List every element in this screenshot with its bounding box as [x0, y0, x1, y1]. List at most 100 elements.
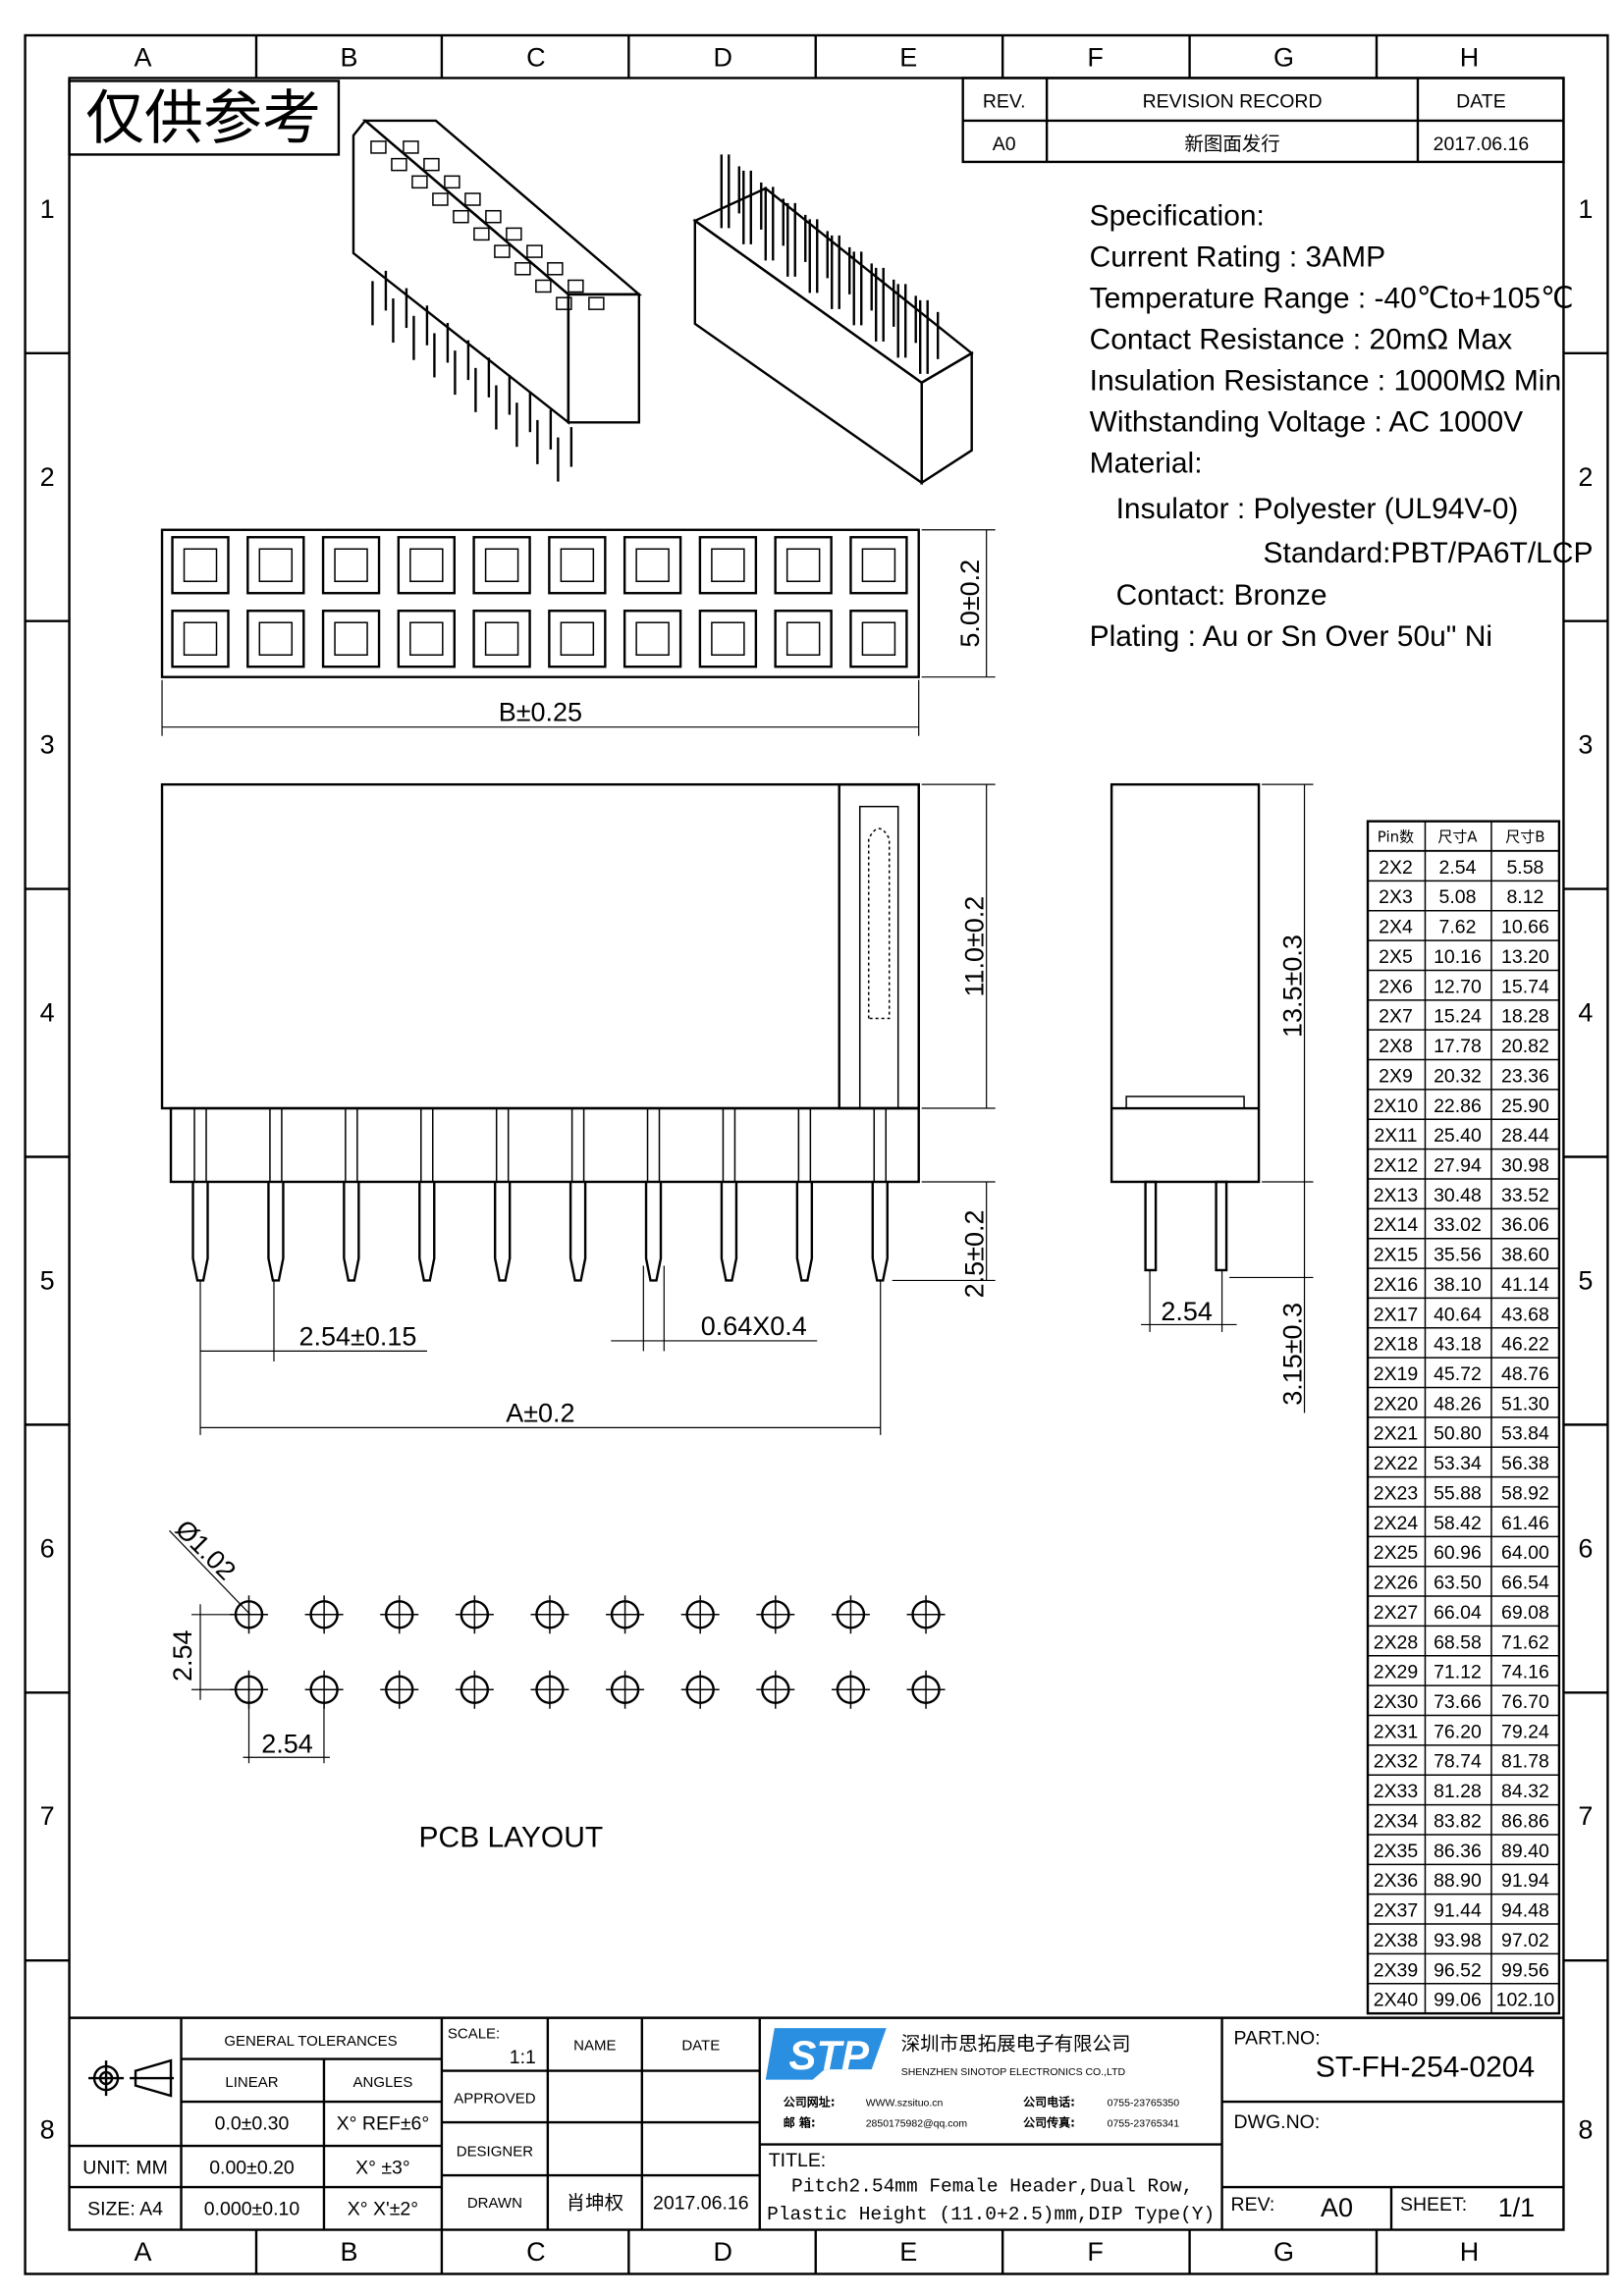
table-cell: 18.28 — [1501, 1006, 1549, 1028]
svg-text:Standard:PBT/PA6T/LCP: Standard:PBT/PA6T/LCP — [1264, 537, 1594, 569]
table-cell: 20.32 — [1434, 1065, 1482, 1087]
svg-text:0.000±0.10: 0.000±0.10 — [204, 2199, 300, 2220]
pin — [795, 1181, 814, 1282]
svg-text:DRAWN: DRAWN — [467, 2195, 522, 2212]
iso-cavity — [526, 244, 543, 258]
svg-text:TITLE:: TITLE: — [769, 2150, 826, 2171]
column-label: C — [526, 42, 545, 72]
contact-cavity-inner — [334, 548, 368, 582]
table-cell: 89.40 — [1501, 1841, 1549, 1862]
table-cell: 2X30 — [1374, 1691, 1419, 1713]
dim-tail: 3.15±0.3 — [1278, 1303, 1308, 1406]
column-label: G — [1273, 2237, 1294, 2267]
table-cell: 2X13 — [1374, 1185, 1419, 1206]
svg-text:尺寸A: 尺寸A — [1437, 828, 1478, 846]
svg-text:Pitch2.54mm Female Header,Dual: Pitch2.54mm Female Header,Dual Row, — [791, 2176, 1193, 2198]
table-cell: 10.66 — [1501, 917, 1549, 938]
contact-cavity — [321, 536, 381, 595]
table-cell: 38.60 — [1501, 1245, 1549, 1266]
isometric-view-top — [352, 119, 643, 482]
svg-text:DESIGNER: DESIGNER — [457, 2144, 533, 2161]
svg-text:REVISION RECORD: REVISION RECORD — [1143, 90, 1323, 112]
svg-text:LINEAR: LINEAR — [225, 2074, 278, 2091]
table-cell: 28.44 — [1501, 1125, 1549, 1147]
column-label: E — [899, 2237, 917, 2267]
svg-text:Plastic Height (11.0+2.5)mm,DI: Plastic Height (11.0+2.5)mm,DIP Type(Y) — [767, 2204, 1215, 2225]
table-cell: 46.22 — [1501, 1334, 1549, 1356]
svg-text:0.0±0.30: 0.0±0.30 — [215, 2113, 290, 2135]
top-view: B±0.25 5.0±0.2 — [160, 528, 996, 736]
svg-text:Withstanding Voltage : AC 1000: Withstanding Voltage : AC 1000V — [1090, 405, 1524, 438]
dim-pin-size: 0.64X0.4 — [701, 1311, 807, 1341]
table-cell: 58.92 — [1501, 1482, 1549, 1504]
table-cell: 66.54 — [1501, 1573, 1549, 1594]
column-label: G — [1273, 42, 1294, 72]
contact-cavity-inner — [183, 621, 218, 656]
column-label: D — [714, 42, 732, 72]
contact-cavity — [849, 536, 908, 595]
table-cell: 30.98 — [1501, 1154, 1549, 1176]
pin — [720, 1181, 738, 1282]
column-label: B — [340, 2237, 357, 2267]
table-cell: 79.24 — [1501, 1721, 1549, 1742]
table-cell: 20.82 — [1501, 1036, 1549, 1057]
row-label: 6 — [40, 1533, 55, 1563]
dim-depth: 5.0±0.2 — [955, 560, 985, 648]
table-cell: 81.28 — [1434, 1781, 1482, 1802]
specification-block: Specification: Current Rating : 3AMP Tem… — [1090, 199, 1594, 653]
svg-text:REV:: REV: — [1231, 2194, 1275, 2216]
table-cell: 2X29 — [1374, 1662, 1419, 1683]
svg-text:深圳市思拓展电子有限公司: 深圳市思拓展电子有限公司 — [901, 2033, 1131, 2056]
table-cell: 2X34 — [1374, 1810, 1419, 1832]
title-block: GENERAL TOLERANCES LINEAR ANGLES 0.0±0.3… — [69, 2016, 1564, 2230]
svg-text:WWW.szsituo.cn: WWW.szsituo.cn — [866, 2099, 944, 2109]
svg-text:A0: A0 — [1321, 2193, 1353, 2222]
contact-cavity-inner — [334, 621, 368, 656]
table-cell: 2X18 — [1374, 1334, 1419, 1356]
row-label: 2 — [40, 462, 55, 492]
table-cell: 2X35 — [1374, 1841, 1419, 1862]
column-label: A — [135, 42, 152, 72]
row-label: 8 — [1578, 2115, 1593, 2145]
contact-cavity — [548, 536, 607, 595]
iso-cavity — [556, 296, 572, 310]
svg-text:Contact: Bronze: Contact: Bronze — [1116, 579, 1327, 612]
iso-cavity — [464, 192, 481, 206]
svg-text:A0: A0 — [993, 133, 1016, 155]
svg-text:1/1: 1/1 — [1498, 2193, 1536, 2222]
table-cell: 78.74 — [1434, 1751, 1482, 1773]
table-cell: 40.64 — [1434, 1304, 1482, 1325]
column-label: F — [1087, 42, 1103, 72]
table-cell: 93.98 — [1434, 1930, 1482, 1951]
svg-text:Temperature Range : -40℃to+105: Temperature Range : -40℃to+105℃ — [1090, 282, 1574, 314]
table-cell: 2X20 — [1374, 1393, 1419, 1415]
row-label: 1 — [1578, 194, 1593, 224]
table-cell: 30.48 — [1434, 1185, 1482, 1206]
contact-cavity-inner — [635, 548, 670, 582]
dim-pcb-pitch-h: 2.54 — [261, 1730, 313, 1759]
table-cell: 81.78 — [1501, 1751, 1549, 1773]
svg-text:X° X'±2°: X° X'±2° — [348, 2199, 418, 2220]
table-cell: 51.30 — [1501, 1393, 1549, 1415]
svg-text:0.00±0.20: 0.00±0.20 — [209, 2158, 295, 2179]
table-cell: 102.10 — [1496, 1990, 1555, 2011]
row-label: 4 — [1578, 998, 1593, 1028]
table-cell: 2X37 — [1374, 1900, 1419, 1922]
svg-text:0755-23765350: 0755-23765350 — [1108, 2099, 1180, 2109]
contact-cavity — [171, 610, 230, 668]
table-cell: 12.70 — [1434, 976, 1482, 997]
table-cell: 2X36 — [1374, 1870, 1419, 1892]
table-cell: 76.70 — [1501, 1691, 1549, 1713]
dim-b: B±0.25 — [499, 698, 582, 727]
table-cell: 2X10 — [1374, 1095, 1419, 1117]
contact-cavity-inner — [484, 621, 519, 656]
column-label: H — [1460, 2237, 1479, 2267]
contact-cavity — [623, 610, 682, 668]
table-cell: 43.18 — [1434, 1334, 1482, 1356]
table-cell: 5.58 — [1506, 857, 1543, 879]
svg-text:SHEET:: SHEET: — [1400, 2194, 1467, 2216]
table-cell: 2X2 — [1379, 857, 1413, 879]
table-cell: 27.94 — [1434, 1154, 1482, 1176]
row-label: 1 — [40, 194, 55, 224]
table-cell: 2X8 — [1379, 1036, 1413, 1057]
